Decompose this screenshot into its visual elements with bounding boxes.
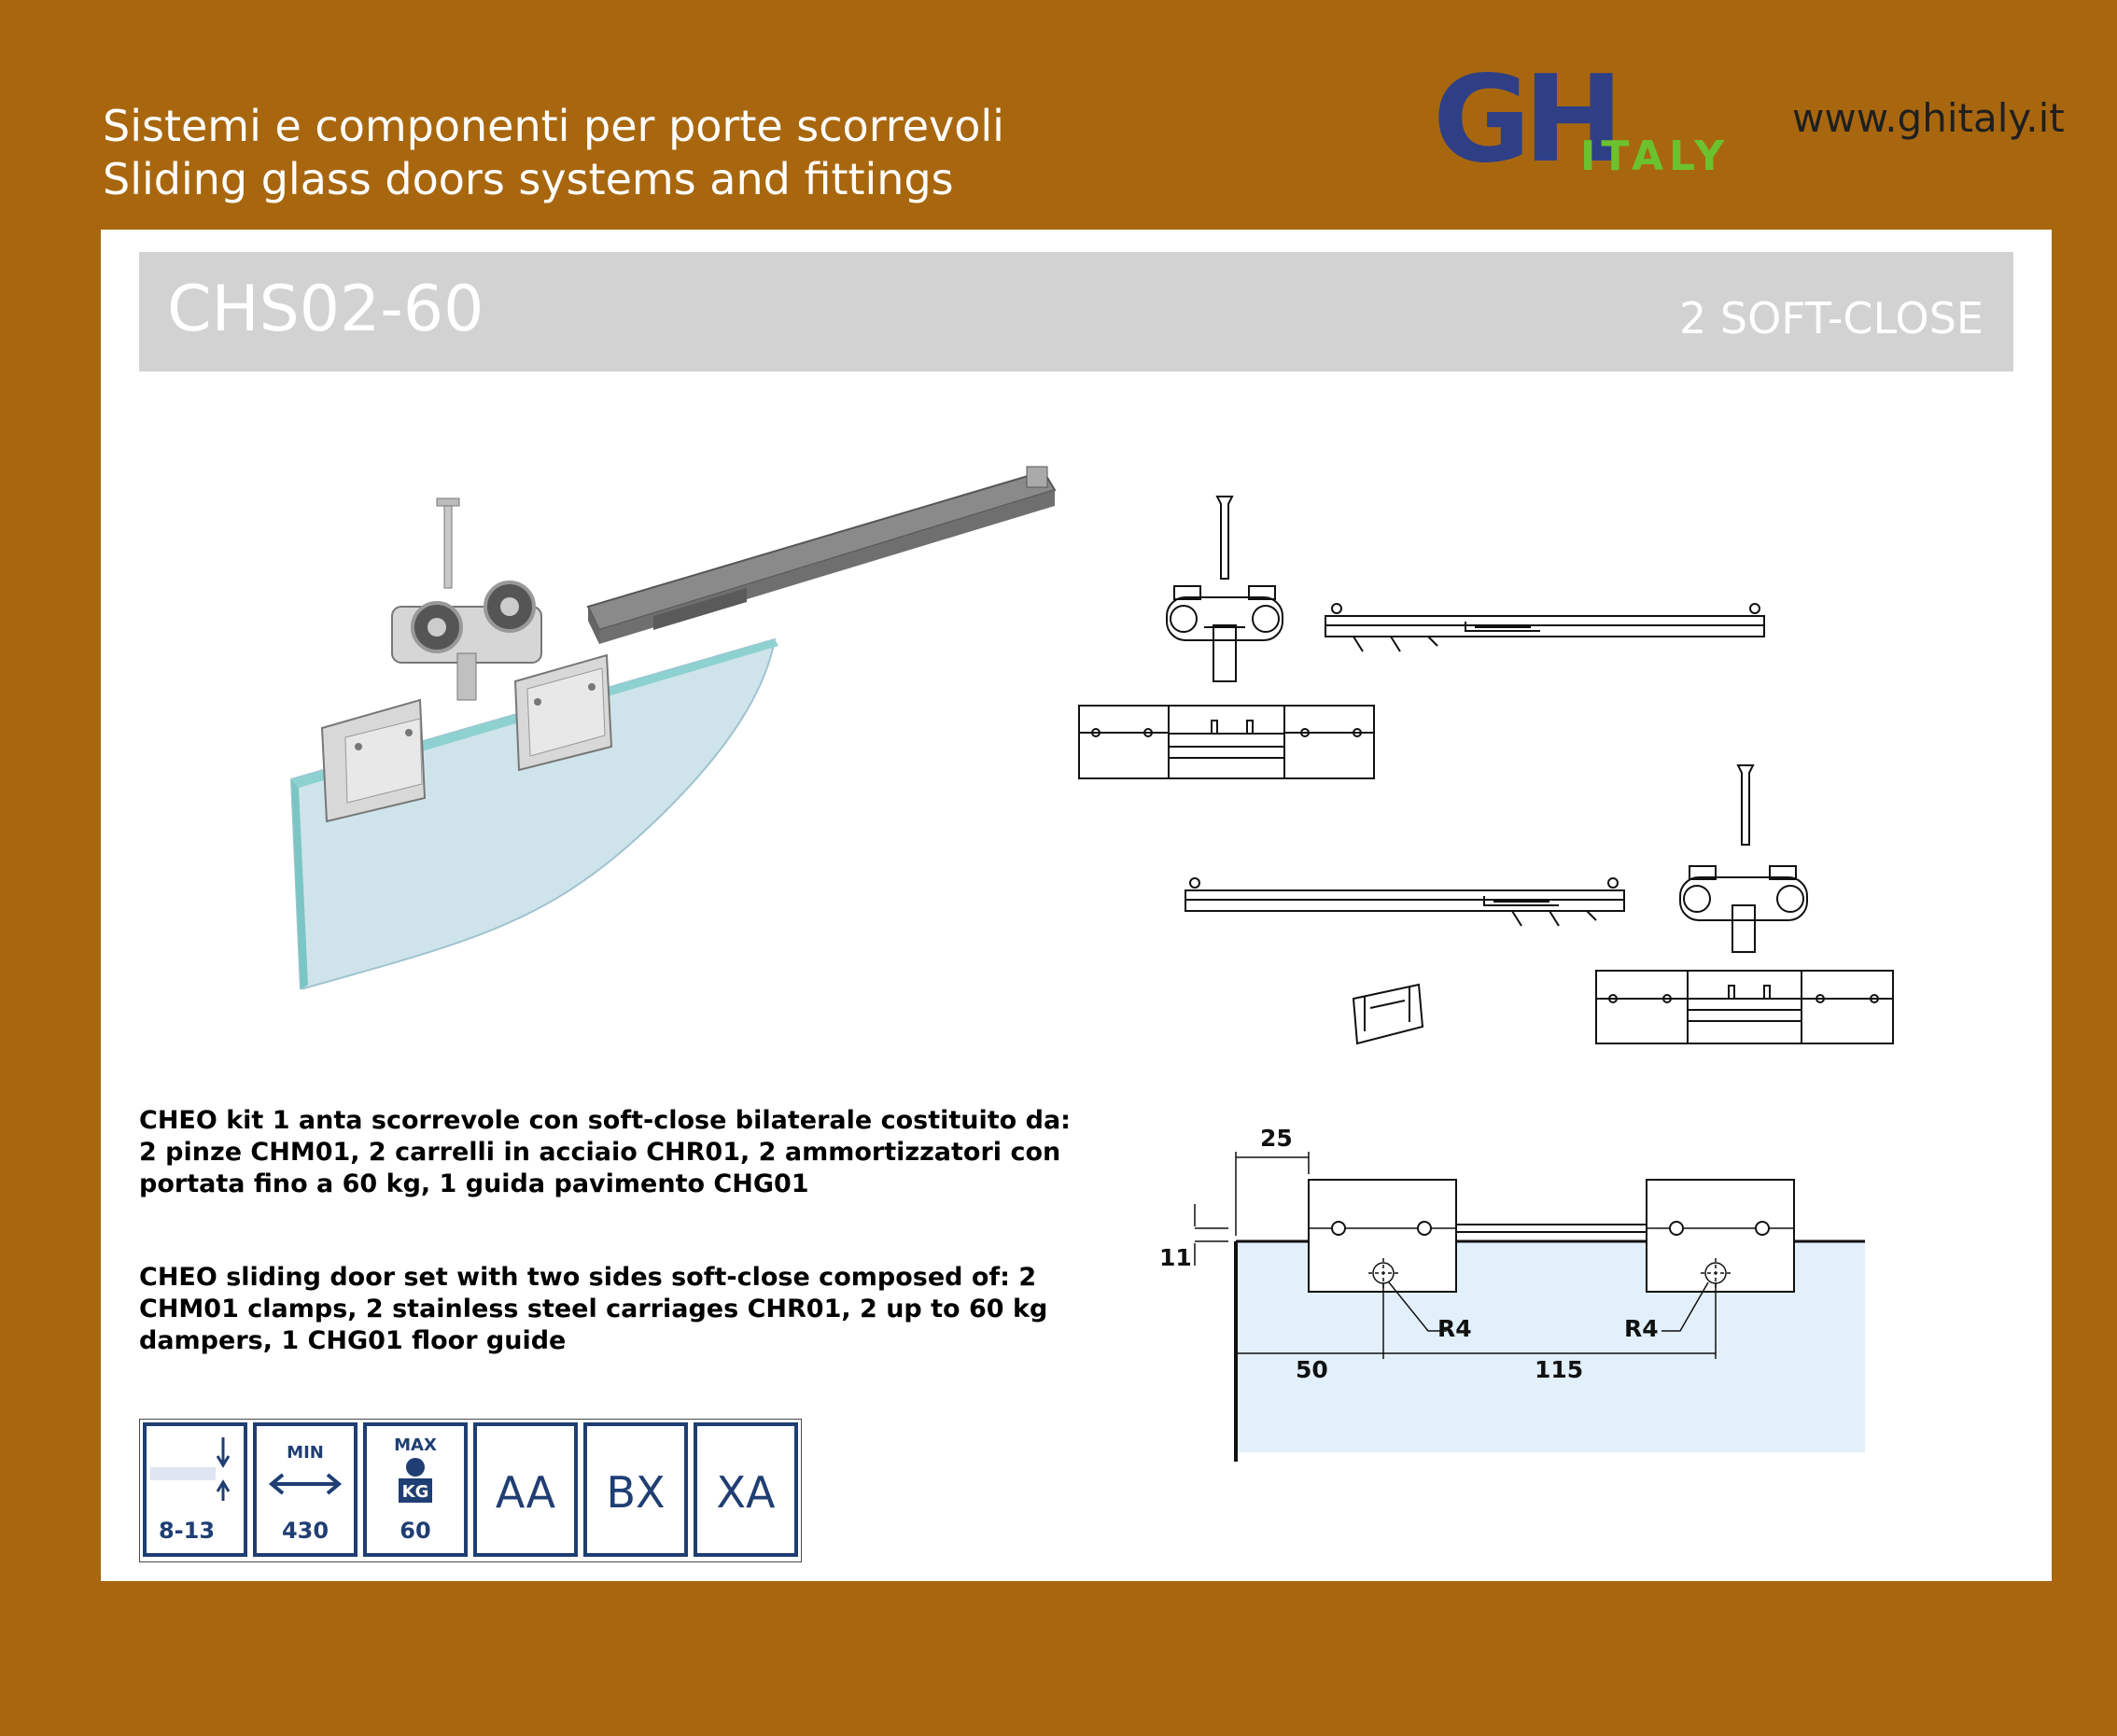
dim-top-label: 25 <box>1260 1125 1293 1152</box>
product-3d-illustration <box>289 466 1057 989</box>
product-code: CHS02-60 <box>167 273 484 346</box>
website-link[interactable]: www.ghitaly.it <box>1792 95 2065 141</box>
description-italian: CHEO kit 1 anta scorrevole con soft-clos… <box>139 1106 1071 1198</box>
dimension-drawing: 25 11 R4 R4 50 115 <box>1159 1125 1865 1462</box>
radius-left-label: R4 <box>1437 1315 1472 1342</box>
spec-icons: 8-13 MIN 430 MAX KG 60 AA BX XA <box>139 1419 802 1562</box>
code-aa-icon: AA <box>473 1422 578 1557</box>
kg-unit: KG <box>402 1482 429 1502</box>
dim-bottom-right-label: 115 <box>1535 1356 1583 1383</box>
glass-panel <box>289 637 777 989</box>
max-weight-icon: MAX KG 60 <box>363 1422 468 1557</box>
min-width-icon: MIN 430 <box>253 1422 358 1557</box>
floor-guide-drawing <box>1352 983 1424 1045</box>
min-label: MIN <box>287 1443 324 1463</box>
dim-bottom-left-label: 50 <box>1296 1356 1328 1383</box>
gh-italy-logo: GH ITALY <box>1433 56 1730 177</box>
clamp-assembly-drawing-1 <box>1078 705 1375 779</box>
radius-right-label: R4 <box>1624 1315 1659 1342</box>
clamp-left-outline <box>1308 1179 1457 1293</box>
glass-thickness-icon: 8-13 <box>143 1422 247 1557</box>
code-xa-icon: XA <box>694 1422 798 1557</box>
track-rail <box>586 469 1057 632</box>
logo-letters: GH <box>1433 56 1616 177</box>
screw-drawing-2 <box>1736 764 1755 846</box>
min-width-value: 430 <box>281 1518 329 1544</box>
carriage-drawing-2 <box>1679 876 1808 921</box>
screw <box>443 503 453 589</box>
dim-side-label: 11 <box>1159 1244 1192 1271</box>
technical-exploded-drawing <box>1078 496 1894 1045</box>
description-english: CHEO sliding door set with two sides sof… <box>139 1263 1048 1355</box>
clamp-assembly-drawing-2 <box>1595 970 1894 1044</box>
clamp-right-outline <box>1646 1179 1795 1293</box>
screw-drawing-1 <box>1215 496 1234 580</box>
glass-thickness-value: 8-13 <box>158 1518 216 1544</box>
tagline-italian: Sistemi e componenti per porte scorrevol… <box>103 101 1004 151</box>
title-band: CHS02-60 2 SOFT-CLOSE <box>139 252 2013 371</box>
logo-word: ITALY <box>1580 133 1730 177</box>
code-bx-icon: BX <box>583 1422 688 1557</box>
carriage-drawing-1 <box>1166 596 1283 641</box>
product-feature: 2 SOFT-CLOSE <box>1679 293 1984 343</box>
tagline-english: Sliding glass doors systems and fittings <box>103 154 954 204</box>
max-label: MAX <box>394 1435 437 1455</box>
max-weight-value: 60 <box>400 1518 431 1544</box>
